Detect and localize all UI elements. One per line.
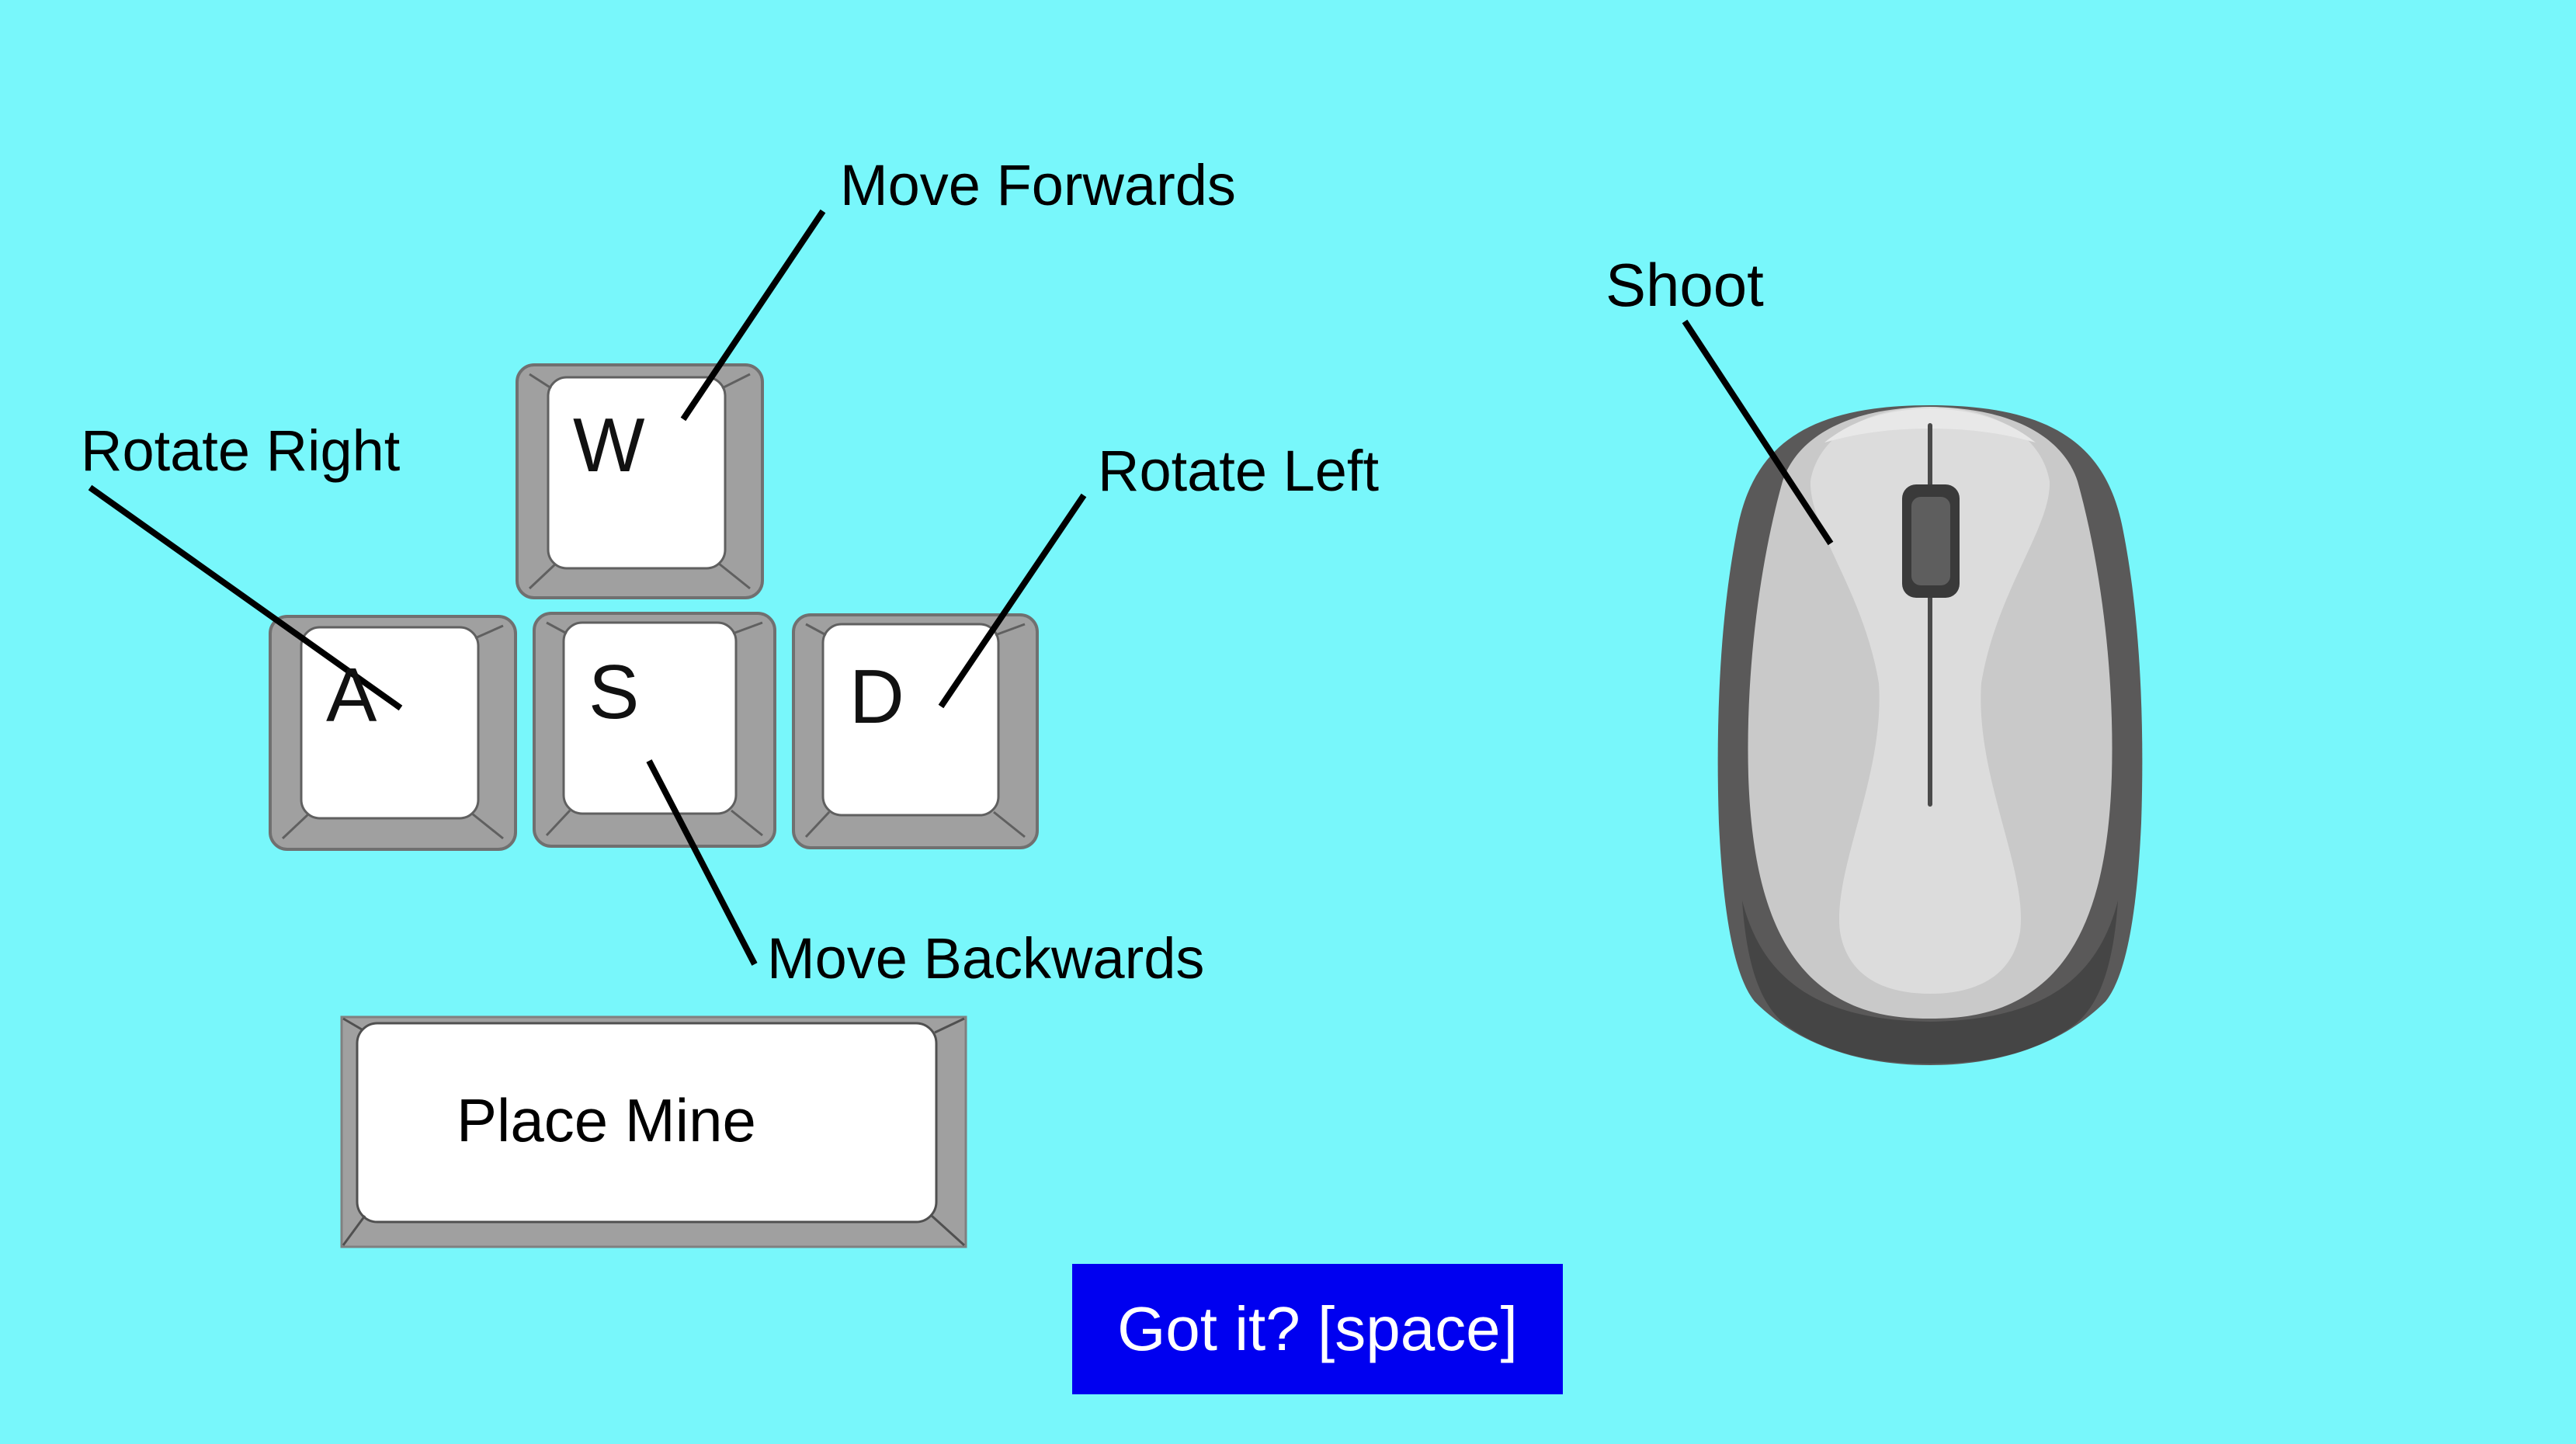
key-s-letter: S bbox=[588, 649, 640, 734]
key-a-letter: A bbox=[326, 652, 377, 738]
key-space-label: Place Mine bbox=[457, 1086, 756, 1154]
got-it-button[interactable]: Got it? [space] bbox=[1072, 1264, 1563, 1394]
key-w-letter: W bbox=[573, 402, 645, 488]
move-backwards-leader-line bbox=[646, 759, 758, 966]
shoot-leader-line bbox=[1682, 319, 1834, 546]
label-move-forwards: Move Forwards bbox=[840, 153, 1236, 217]
w-keycap bbox=[516, 363, 764, 599]
space-keycap bbox=[340, 1015, 967, 1248]
d-keycap bbox=[792, 613, 1039, 849]
s-keycap bbox=[533, 612, 776, 848]
label-rotate-right: Rotate Right bbox=[81, 418, 401, 483]
label-rotate-left: Rotate Left bbox=[1098, 439, 1380, 503]
label-move-backwards: Move Backwards bbox=[767, 926, 1205, 991]
key-d-letter: D bbox=[849, 654, 904, 739]
leader-lines bbox=[88, 209, 1834, 966]
computer-mouse-icon bbox=[1717, 405, 2143, 1065]
label-shoot: Shoot bbox=[1606, 251, 1764, 319]
move-forwards-leader-line bbox=[680, 209, 826, 422]
rotate-right-leader-line bbox=[88, 484, 403, 711]
a-keycap bbox=[269, 615, 517, 851]
rotate-left-leader-line bbox=[938, 493, 1087, 709]
